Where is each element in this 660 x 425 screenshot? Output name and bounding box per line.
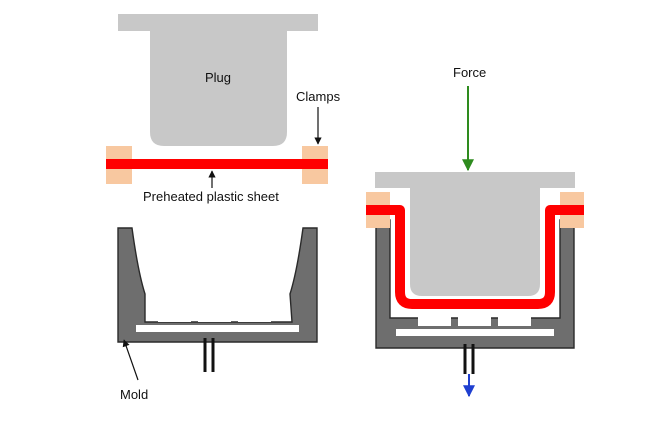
plug-label: Plug [205,70,232,85]
preheated-sheet-label: Preheated plastic sheet [143,189,279,204]
plug-body [150,31,287,146]
plastic-sheet [106,159,328,169]
formed-plastic-sheet [366,205,584,309]
mold-cavity-block-2 [198,304,231,322]
plug-right-body [410,188,540,296]
mold-right-vent-slot [396,329,554,336]
plug-top-plate [118,14,318,31]
mold-body [117,227,318,343]
plug [118,14,318,146]
plug-right [375,172,575,296]
mold-cavity-block-1 [158,304,191,322]
mold-right-cavity-block-1 [418,310,451,326]
mold [117,227,318,372]
force-label: Force [453,65,487,80]
sheet-right-right-end [550,205,584,215]
mold-leader-arrow [122,339,139,381]
mold-right-cavity-block-3 [498,310,531,326]
right-stage [366,86,584,398]
mold-vent-slot [136,325,299,332]
mold-cavity-block-3 [238,304,271,322]
clamps-label: Clamps [296,89,341,104]
left-stage [106,14,328,381]
plug-right-top-plate [375,172,575,188]
sheet-right-left-end [366,205,400,215]
mold-right-cavity-block-2 [458,310,491,326]
mold-label: Mold [120,387,149,402]
